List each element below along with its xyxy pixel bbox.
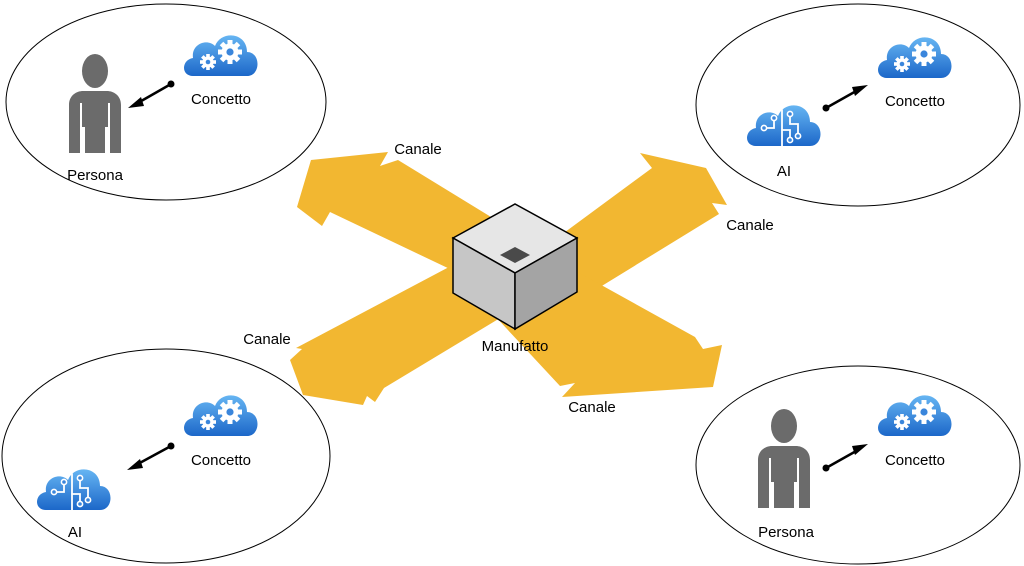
actor-label-top-left: Persona [67,167,124,184]
artifact-label: Manufatto [482,338,549,355]
connector-arrow-bottom-left [127,442,175,470]
connector-arrow-bottom-right [822,444,868,472]
connector-arrow-top-left [128,80,175,108]
group-ellipse-top-left [5,3,327,201]
concept-label-bottom-left: Concetto [191,452,251,469]
concept-label-top-right: Concetto [885,93,945,110]
concept-label-top-left: Concetto [191,91,251,108]
actor-label-bottom-left: AI [68,524,82,541]
group-ellipse-bottom-left [1,348,331,564]
channel-label-top-right: Canale [726,217,774,234]
concept-label-bottom-right: Concetto [885,452,945,469]
actor-label-bottom-right: Persona [758,524,815,541]
channel-label-bottom-right: Canale [568,399,616,416]
connector-arrow-top-right [822,85,868,112]
channel-label-bottom-left: Canale [243,331,291,348]
group-ellipse-bottom-right [695,365,1021,565]
actor-label-top-right: AI [777,163,791,180]
group-ellipse-top-right [695,3,1021,207]
channel-label-top-left: Canale [394,141,442,158]
artifact-cube-icon [451,203,579,331]
